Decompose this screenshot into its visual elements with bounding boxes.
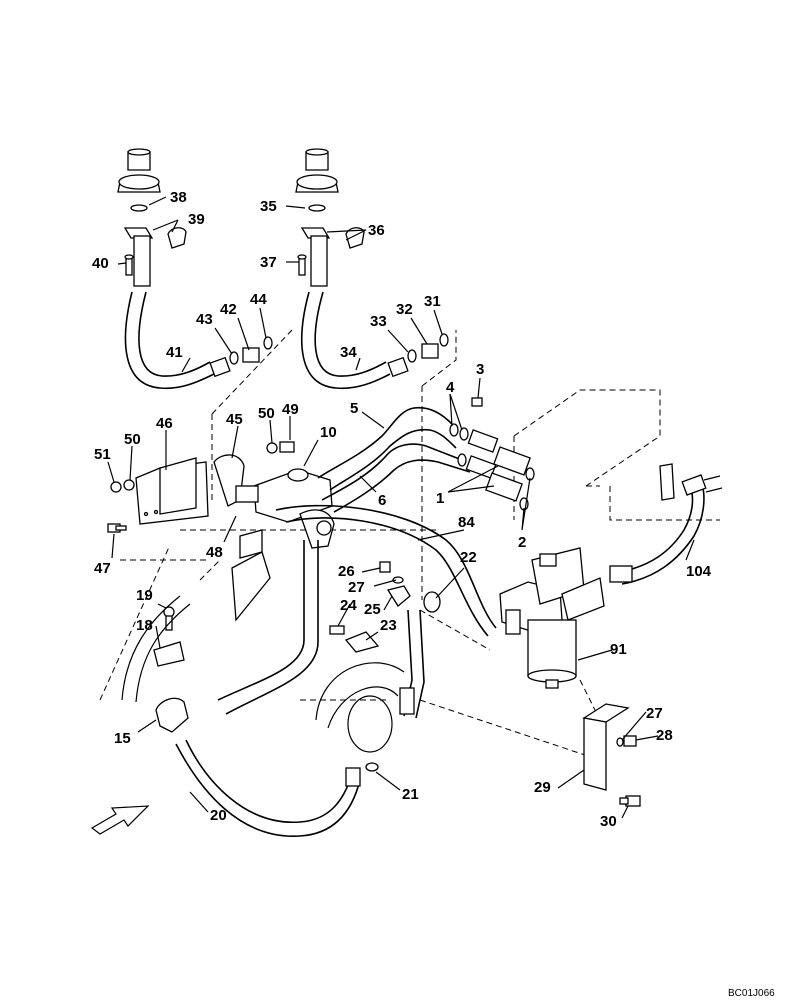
clamp-18 [153, 641, 185, 667]
callout-27-lower: 27 [646, 705, 663, 722]
hose-20 [175, 739, 361, 837]
left-swivel-flange [117, 148, 187, 287]
callout-44: 44 [250, 291, 267, 308]
callout-43: 43 [196, 311, 213, 328]
callout-6: 6 [378, 492, 386, 509]
callout-1: 1 [436, 490, 444, 507]
callout-labels: 38 39 40 35 36 37 43 42 44 41 33 32 31 3… [92, 189, 712, 830]
washers-50-51 [110, 479, 135, 493]
callout-39: 39 [188, 211, 205, 228]
callout-10: 10 [320, 424, 337, 441]
callout-21: 21 [402, 786, 419, 803]
leader-lines [107, 196, 695, 819]
callout-19: 19 [136, 587, 153, 604]
front-direction-arrow [90, 805, 150, 835]
bolts-27-28 [616, 735, 637, 747]
left-bolt [124, 254, 134, 276]
callout-5: 5 [350, 400, 358, 417]
callout-15: 15 [114, 730, 131, 747]
callout-23: 23 [380, 617, 397, 634]
callout-33: 33 [370, 313, 387, 330]
callout-18: 18 [136, 617, 153, 634]
callout-48: 48 [206, 544, 223, 561]
phantom-outlines [99, 329, 720, 761]
callout-27-upper: 27 [348, 579, 365, 596]
hoses-5-6 [317, 406, 471, 513]
callout-32: 32 [396, 301, 413, 318]
hose-41 [124, 291, 231, 390]
valve-block-10 [213, 454, 335, 622]
bracket-46 [135, 457, 209, 525]
callout-31: 31 [424, 293, 441, 310]
right-bolt [297, 254, 307, 276]
fitting-42-43-44 [229, 336, 273, 365]
chassis-outline [121, 595, 405, 753]
callout-34: 34 [340, 344, 357, 361]
right-swivel-flange [295, 148, 365, 287]
callout-84: 84 [458, 514, 475, 531]
callout-4: 4 [446, 379, 455, 396]
callout-2: 2 [518, 534, 526, 551]
callout-42: 42 [220, 301, 237, 318]
callout-24: 24 [340, 597, 357, 614]
fitting-31-32-33 [407, 333, 449, 363]
callout-51: 51 [94, 446, 111, 463]
callout-28: 28 [656, 727, 673, 744]
callout-20: 20 [210, 807, 227, 824]
hose-34 [300, 291, 409, 390]
callout-104: 104 [686, 563, 712, 580]
callout-29: 29 [534, 779, 551, 796]
callout-3: 3 [476, 361, 484, 378]
callout-41: 41 [166, 344, 183, 361]
bolt-30 [619, 795, 641, 807]
hose-15 [155, 540, 319, 733]
callout-35: 35 [260, 198, 277, 215]
callout-50-left: 50 [124, 431, 141, 448]
bolt-47 [107, 523, 127, 533]
fittings-1-2-3-4 [449, 397, 535, 511]
callout-49: 49 [282, 401, 299, 418]
callout-22: 22 [460, 549, 477, 566]
callout-47: 47 [94, 560, 111, 577]
callout-45: 45 [226, 411, 243, 428]
hose-104 [609, 463, 723, 585]
clamp-25-bolts-24-26-27 [329, 561, 411, 635]
callout-25: 25 [364, 601, 381, 618]
callout-40: 40 [92, 255, 109, 272]
callout-30: 30 [600, 813, 617, 830]
callout-50-top: 50 [258, 405, 275, 422]
filter-91 [499, 547, 605, 689]
callout-37: 37 [260, 254, 277, 271]
hose-22 [344, 591, 441, 719]
callout-38: 38 [170, 189, 187, 206]
callout-36: 36 [368, 222, 385, 239]
callout-26: 26 [338, 563, 355, 580]
callout-91: 91 [610, 641, 627, 658]
hose-84 [275, 504, 497, 637]
drawing-reference: BC01J066 [728, 988, 775, 999]
o-ring-21 [365, 762, 379, 772]
callout-46: 46 [156, 415, 173, 432]
bracket-29 [582, 703, 630, 791]
bolt-49-washer-50 [266, 441, 295, 454]
